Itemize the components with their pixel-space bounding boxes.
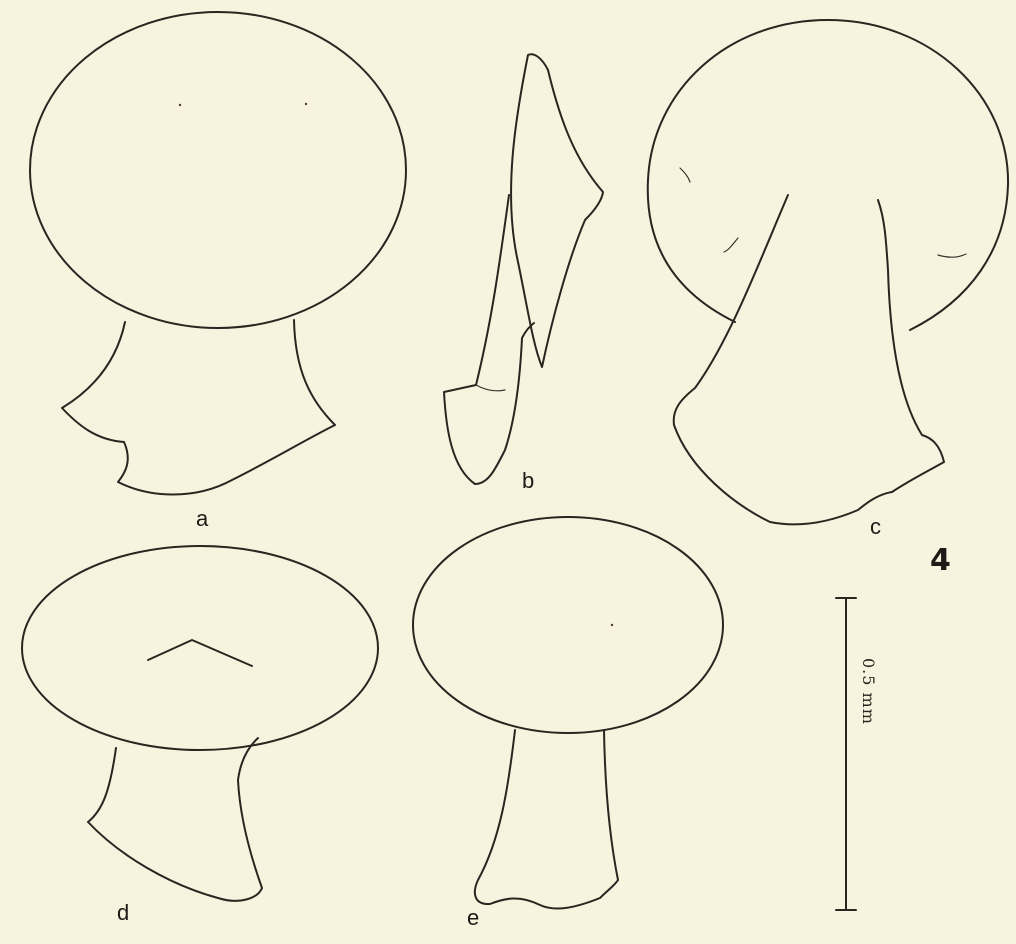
specimen-e bbox=[413, 517, 723, 909]
scale-bar-label: 0.5 mm bbox=[856, 658, 880, 718]
panel-label-d: d bbox=[117, 902, 129, 924]
specimen-b bbox=[444, 54, 603, 484]
specimen-d-head bbox=[22, 546, 378, 750]
specimen-e-stalk bbox=[475, 730, 618, 909]
panel-label-c: c bbox=[870, 516, 881, 538]
specimen-c bbox=[648, 20, 1008, 524]
specimen-a-speck bbox=[305, 103, 307, 105]
specimen-e-head bbox=[413, 517, 723, 733]
specimen-d bbox=[22, 546, 378, 901]
specimen-c-head bbox=[648, 20, 1008, 330]
panel-label-b: b bbox=[522, 470, 534, 492]
specimen-a bbox=[30, 12, 406, 495]
specimen-b-base bbox=[444, 195, 534, 484]
panel-label-e: e bbox=[467, 907, 479, 929]
specimen-b-edge bbox=[476, 385, 505, 391]
specimen-c-mark bbox=[680, 168, 690, 182]
specimen-e-speck bbox=[611, 624, 613, 626]
figure-number: 4 bbox=[930, 546, 951, 576]
specimen-c-mark bbox=[724, 238, 738, 252]
specimen-a-speck bbox=[179, 104, 181, 106]
specimen-a-stalk bbox=[62, 320, 335, 495]
scale-bar bbox=[836, 598, 856, 910]
specimen-c-stalk bbox=[674, 195, 944, 524]
specimen-a-head bbox=[30, 12, 406, 328]
panel-label-a: a bbox=[196, 508, 208, 530]
specimen-d-stalk bbox=[88, 738, 262, 901]
specimen-c-mark bbox=[938, 254, 966, 257]
specimen-d-mark bbox=[148, 640, 252, 666]
specimen-b-blade bbox=[511, 54, 603, 367]
